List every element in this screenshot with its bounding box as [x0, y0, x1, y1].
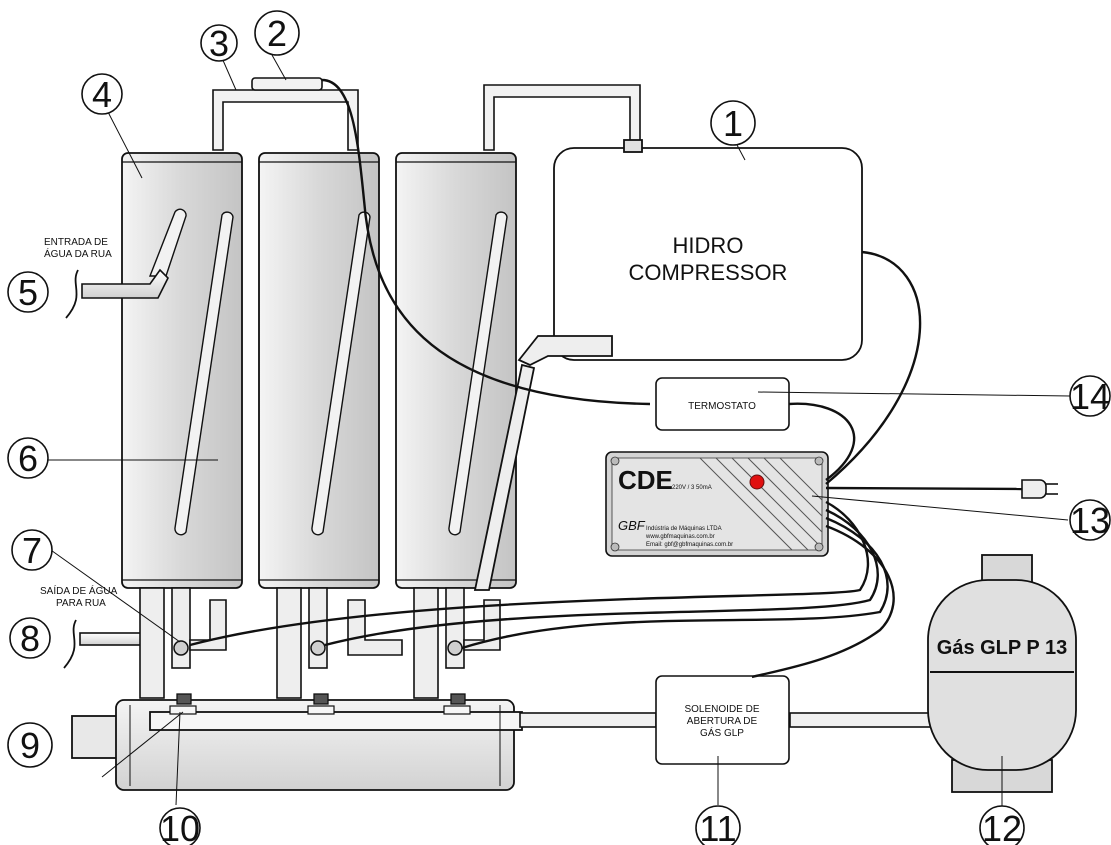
valves: [173, 640, 463, 656]
callout-8: [9, 617, 51, 659]
callout-number-5: 5: [18, 272, 38, 313]
hydro-compressor: [473, 139, 863, 591]
water-in-label-line2: ÁGUA DA RUA: [44, 247, 112, 260]
controller-brand: CDE: [618, 465, 673, 495]
callout-number-7: 7: [22, 530, 42, 571]
internal-tubes: [148, 208, 508, 536]
callout-3: [200, 24, 238, 62]
callout-11: [695, 805, 741, 845]
maker-website: www.gbfmaquinas.com.br: [645, 534, 715, 540]
callout-9: [7, 722, 53, 768]
maker-email: Email: gbf@gbfmaquinas.com.br: [646, 542, 733, 548]
tanks: [121, 152, 517, 589]
water-out-label-line2: PARA RUA: [56, 598, 106, 609]
gas-line: [519, 712, 933, 728]
callout-number-10: 10: [160, 808, 200, 845]
callout-14: [1069, 375, 1111, 417]
callout-10: [159, 807, 201, 845]
water-inlet-pipe: [65, 268, 169, 319]
solenoid-label-line1: SOLENOIDE DE: [684, 704, 759, 715]
callout-number-1: 1: [723, 103, 743, 144]
thermostat: TERMOSTATO: [655, 377, 790, 431]
water-in-label-line1: ENTRADA DE: [44, 237, 108, 248]
cde-controller: CDE 220V / 3 50mA GBF Indústria de Máqui…: [605, 451, 829, 557]
callout-number-11: 11: [699, 808, 736, 845]
water-out-label-line1: SAÍDA DE ÁGUA: [40, 584, 118, 597]
callout-number-14: 14: [1070, 376, 1110, 417]
leader-lines: [47, 54, 1071, 806]
callout-6: [7, 437, 49, 479]
maker-name: Indústria de Máquinas LTDA: [646, 526, 722, 532]
power-plug: [1021, 479, 1058, 499]
solenoid-label-line2: ABERTURA DE: [687, 716, 758, 727]
burner-manifold: [71, 699, 523, 791]
callout-13: [1069, 499, 1111, 541]
callout-5: [7, 271, 49, 313]
wires: [189, 78, 1023, 679]
thermostat-label: TERMOSTATO: [688, 401, 756, 412]
gas-solenoid: SOLENOIDE DE ABERTURA DE GÁS GLP: [655, 675, 790, 765]
callout-number-3: 3: [209, 23, 229, 64]
callout-7: [11, 529, 53, 571]
callout-number-9: 9: [20, 725, 40, 766]
callouts: [7, 10, 1111, 845]
compressor-label-line2: COMPRESSOR: [629, 260, 788, 285]
top-pipes: [212, 77, 641, 151]
callout-2: [254, 10, 300, 56]
temperature-sensor: [251, 77, 323, 91]
gas-tank-label: Gás GLP P 13: [937, 637, 1067, 659]
burner-nozzles: [176, 693, 466, 705]
status-led: [749, 474, 765, 490]
callout-4: [81, 73, 123, 115]
callout-number-4: 4: [92, 74, 112, 115]
callout-numbers: 1 2 3 4 5 6 7 8 9 10 11 12 13 14: [18, 13, 1110, 845]
maker-logo: GBF: [618, 518, 646, 533]
controller-rating: 220V / 3 50mA: [672, 485, 712, 491]
callout-number-13: 13: [1070, 500, 1110, 541]
callout-1: [710, 100, 756, 146]
callout-number-2: 2: [267, 13, 287, 54]
callout-number-12: 12: [982, 808, 1022, 845]
callout-number-6: 6: [18, 438, 38, 479]
solenoid-label-line3: GÁS GLP: [700, 726, 744, 739]
callout-number-8: 8: [20, 618, 40, 659]
compressor-label-line1: HIDRO: [673, 233, 744, 258]
water-outlet-pipe: [63, 619, 143, 669]
callout-12: [979, 805, 1025, 845]
